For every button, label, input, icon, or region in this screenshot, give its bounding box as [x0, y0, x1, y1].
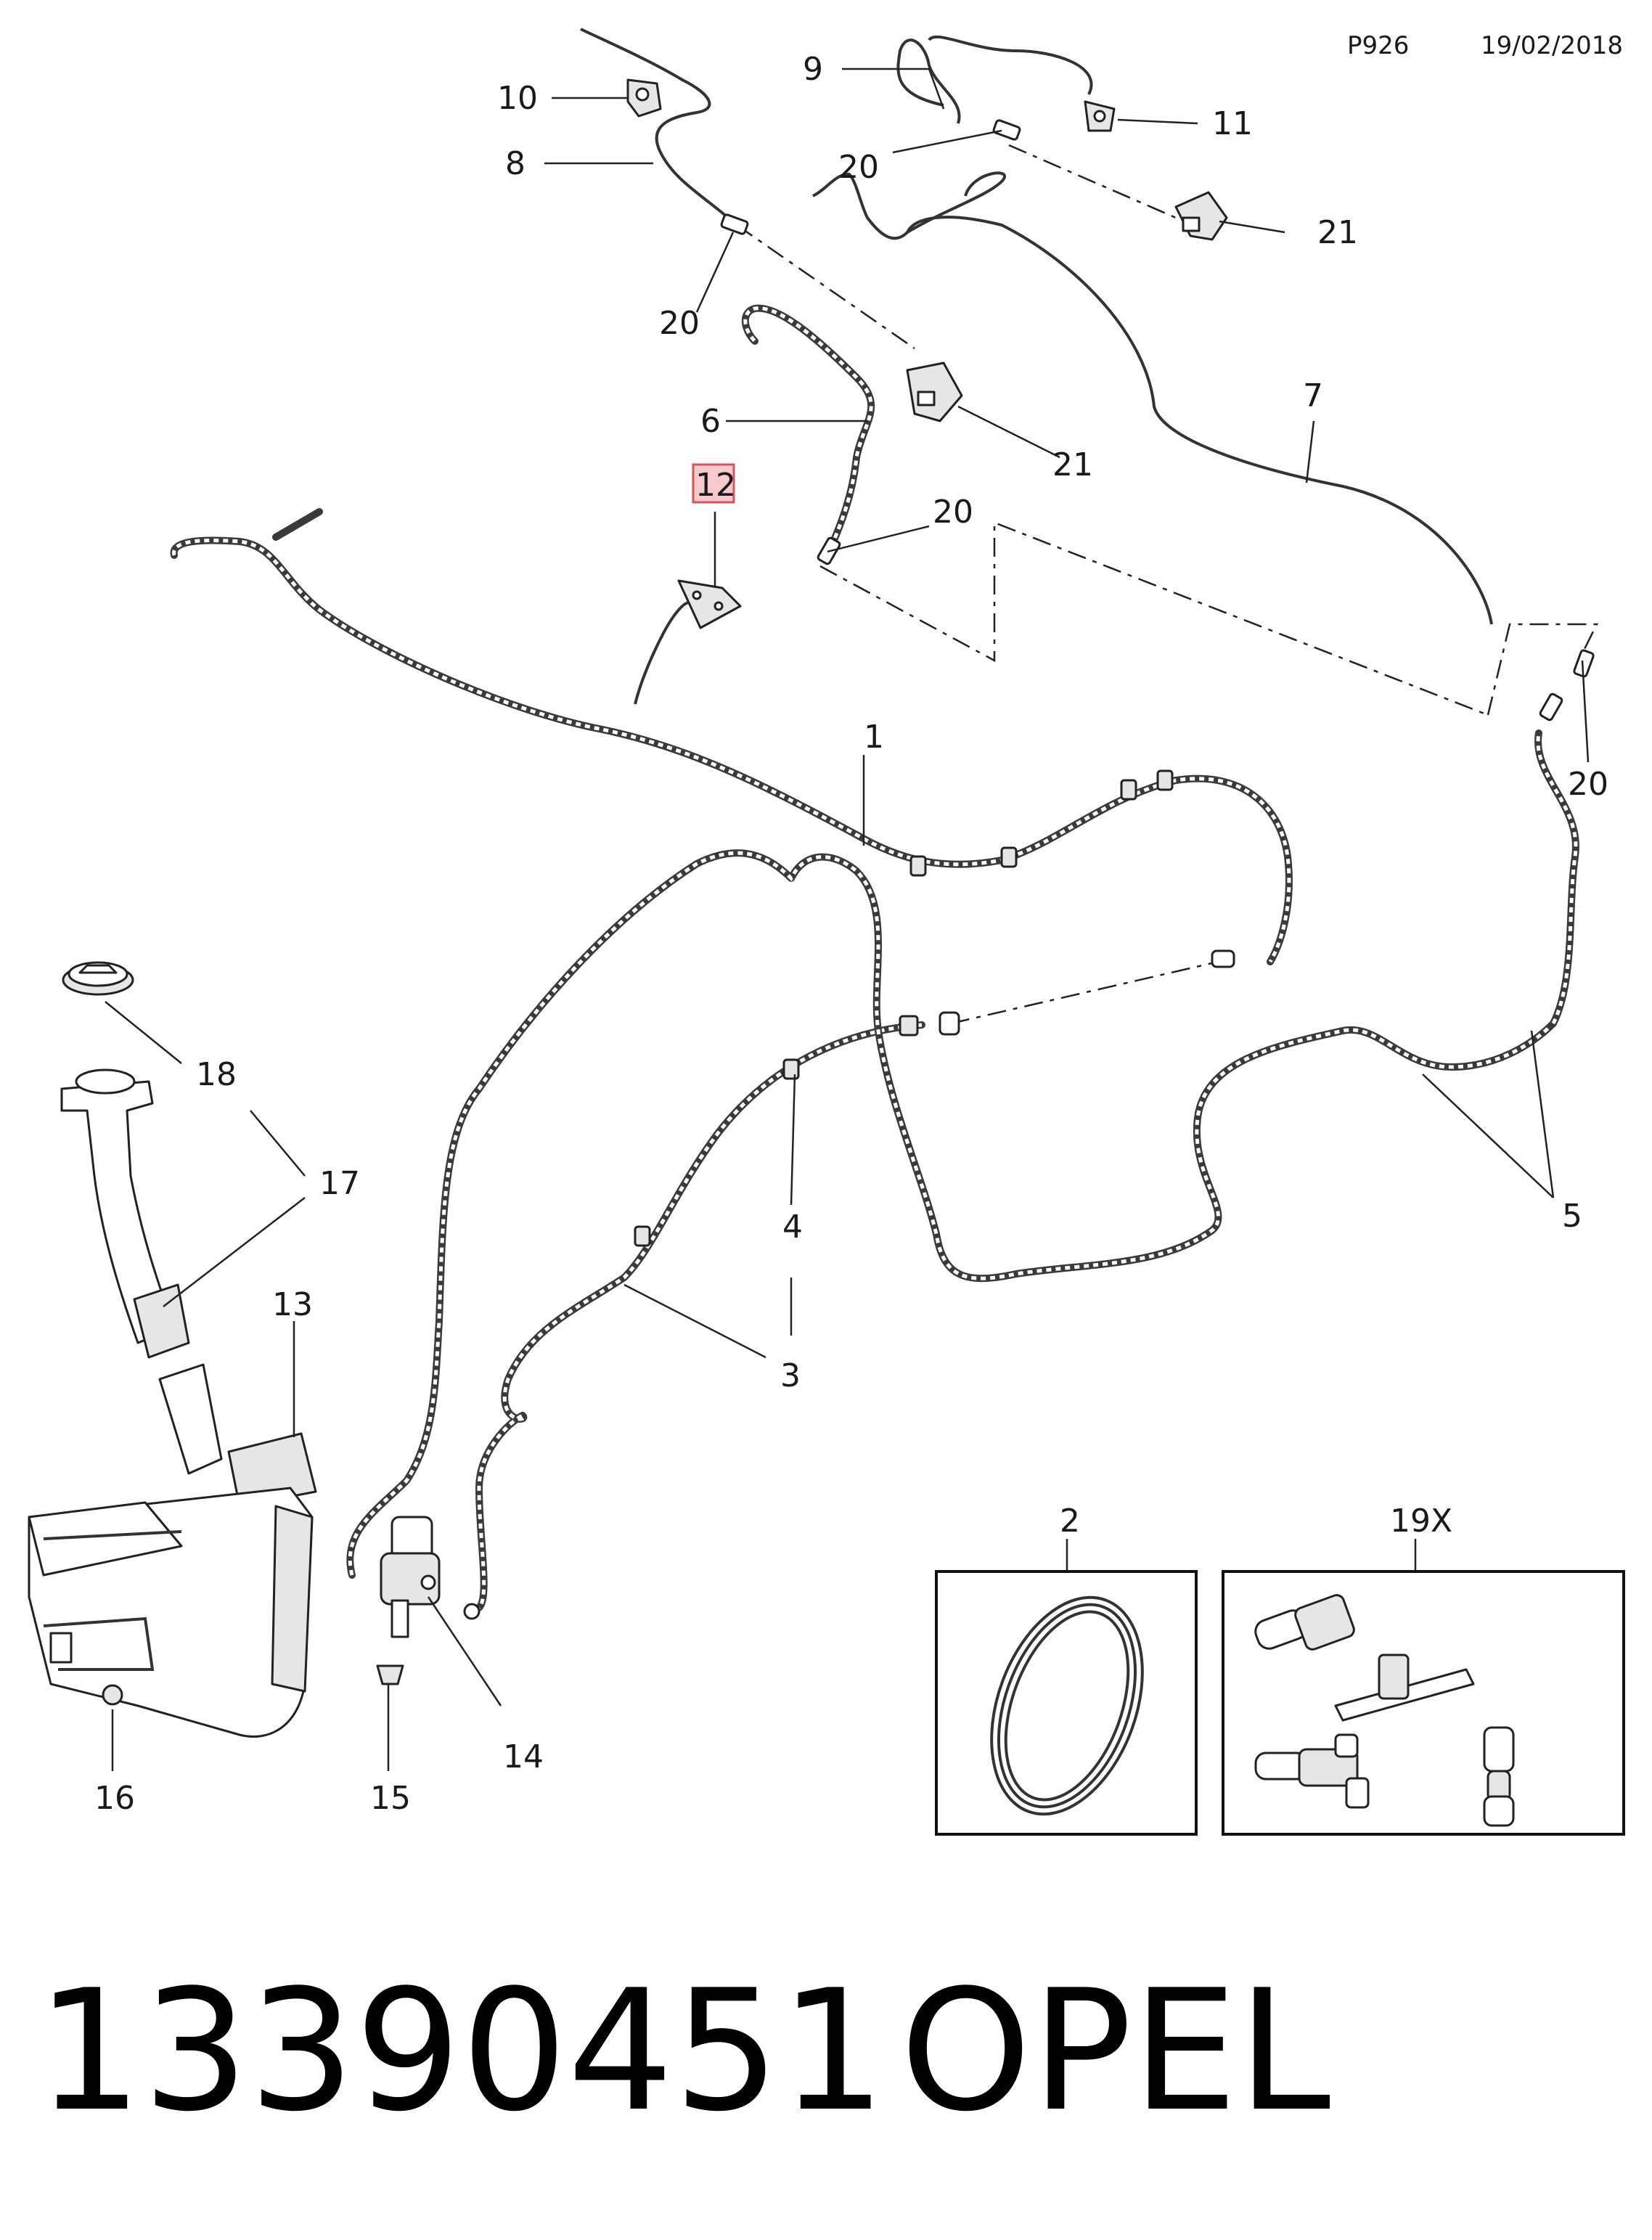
callout-labels: 1 2 3 4 5 6 7 8 9 10 11 12 13 14 15 16 1… — [94, 51, 1608, 1817]
hose-big-loop[interactable] — [346, 849, 1557, 1579]
callout-15: 15 — [370, 1780, 411, 1817]
hose-9[interactable] — [896, 35, 1093, 124]
connector-double — [1483, 1726, 1515, 1827]
washer-nozzle-12[interactable] — [634, 579, 742, 705]
diagram-code: P926 — [1347, 31, 1409, 60]
callout-13: 13 — [272, 1286, 313, 1323]
nozzle-21-mid[interactable] — [906, 361, 963, 422]
nozzle-10[interactable] — [626, 78, 662, 118]
filler-cap-18[interactable] — [62, 961, 134, 996]
callout-4: 4 — [782, 1209, 803, 1246]
leader-lines — [105, 68, 1590, 1771]
connector-20-a[interactable] — [720, 213, 749, 235]
callout-20-b: 20 — [659, 305, 700, 342]
callout-19x: 19X — [1390, 1503, 1452, 1540]
nozzle-21-top[interactable] — [1174, 191, 1228, 241]
callout-7: 7 — [1303, 377, 1323, 414]
callout-21-a: 21 — [1317, 214, 1358, 251]
diagram-date: 19/02/2018 — [1481, 31, 1623, 60]
callout-20-d: 20 — [1568, 766, 1608, 803]
clip-strip — [1334, 1654, 1475, 1722]
hose-1[interactable] — [170, 508, 1293, 965]
hose-clips[interactable] — [634, 769, 1235, 1247]
pump-14[interactable] — [380, 1516, 481, 1638]
callout-9: 9 — [803, 51, 823, 88]
connector-straight — [1254, 1594, 1355, 1651]
callout-16: 16 — [94, 1780, 135, 1817]
callout-1: 1 — [864, 719, 884, 756]
filler-neck-17[interactable] — [60, 1068, 190, 1359]
callout-3: 3 — [780, 1357, 801, 1394]
nut-16[interactable] — [102, 1684, 123, 1706]
callout-12-highlight — [692, 463, 735, 504]
callout-11: 11 — [1212, 105, 1253, 142]
callout-20-c: 20 — [933, 494, 973, 531]
callout-14: 14 — [503, 1738, 544, 1775]
dash-lines — [736, 144, 1599, 1025]
callout-18: 18 — [196, 1056, 237, 1093]
hose-7[interactable] — [812, 171, 1493, 625]
connector-20-b[interactable] — [992, 119, 1021, 141]
part-number: 13390451 — [36, 1955, 886, 2149]
brand-name: OPEL — [900, 1955, 1330, 2149]
callout-8: 8 — [505, 145, 526, 182]
callout-2: 2 — [1060, 1503, 1080, 1540]
hose-6[interactable] — [741, 304, 875, 559]
connector-20-d[interactable] — [1539, 649, 1595, 722]
reservoir-13[interactable] — [28, 1363, 317, 1738]
callout-21-b: 21 — [1052, 446, 1093, 483]
callout-5: 5 — [1562, 1198, 1582, 1235]
nozzle-11[interactable] — [1084, 100, 1116, 132]
hose-8[interactable] — [580, 28, 738, 226]
grommet-15[interactable] — [376, 1664, 404, 1685]
hose-3[interactable] — [475, 1021, 925, 1611]
callout-10: 10 — [497, 80, 538, 117]
connector-tee — [1254, 1733, 1370, 1809]
callout-6: 6 — [700, 403, 721, 440]
callout-12: 12 — [695, 467, 736, 504]
callout-20-a: 20 — [838, 149, 879, 186]
inset-box-19x[interactable] — [1222, 1570, 1625, 1836]
hose-5[interactable] — [1534, 729, 1579, 1027]
callout-17: 17 — [319, 1165, 360, 1202]
inset-box-2[interactable] — [935, 1570, 1198, 1836]
